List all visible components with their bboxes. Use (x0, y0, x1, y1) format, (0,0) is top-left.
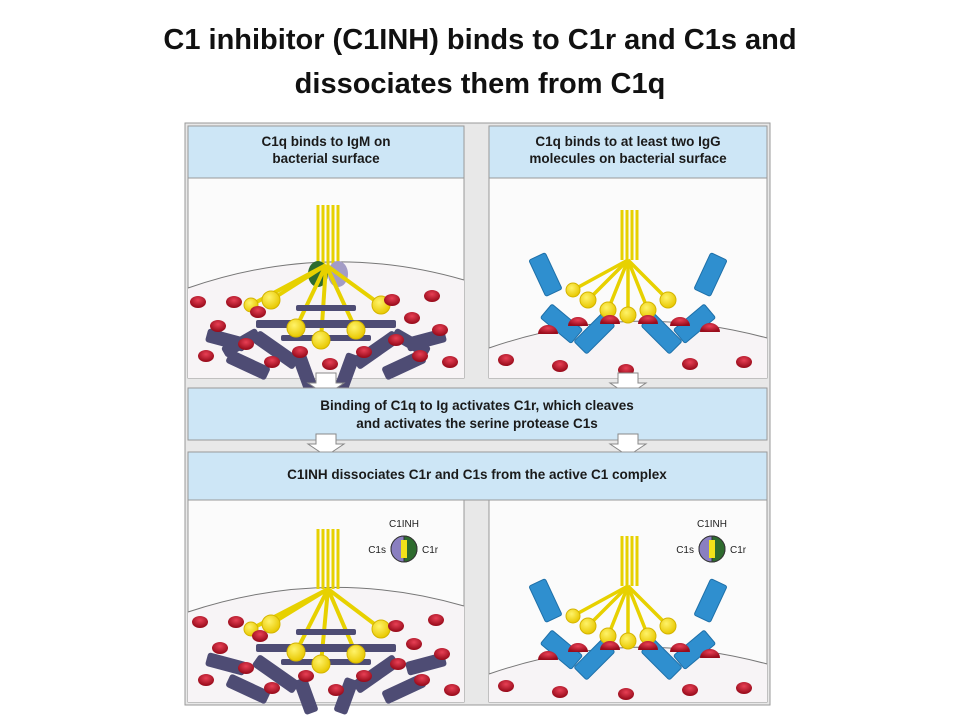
c1inh-complex-right: C1INH C1s C1r (676, 519, 747, 563)
c1r-label-left: C1r (422, 545, 439, 556)
bottom-caption-box: C1INH dissociates C1r and C1s from the a… (187, 451, 768, 501)
caption-top-right-line2: molecules on bacterial surface (529, 151, 727, 166)
caption-middle-line1: Binding of C1q to Ig activates C1r, whic… (320, 398, 634, 413)
caption-middle-line2: and activates the serine protease C1s (356, 416, 598, 431)
title-line-2: dissociates them from C1q (294, 68, 666, 100)
panel-top-left: C1q binds to IgM on bacterial surface (187, 125, 465, 401)
caption-top-left-line2: bacterial surface (272, 151, 380, 166)
c1inh-label-left: C1INH (389, 519, 419, 530)
panel-bottom-right: C1INH C1s C1r (488, 499, 768, 703)
c1s-label-right: C1s (676, 545, 694, 556)
caption-top-left-line1: C1q binds to IgM on (262, 134, 391, 149)
caption-box-top-left (187, 125, 465, 179)
caption-top-right-line1: C1q binds to at least two IgG (535, 134, 720, 149)
title-line-1: C1 inhibitor (C1INH) binds to C1r and C1… (163, 24, 797, 56)
panel-bottom-left: C1INH C1s C1r (187, 499, 465, 715)
middle-caption-box: Binding of C1q to Ig activates C1r, whic… (187, 387, 768, 441)
c1s-label-left: C1s (368, 545, 386, 556)
caption-box-top-right (488, 125, 768, 179)
c1r-label-right: C1r (730, 545, 747, 556)
panel-top-right: C1q binds to at least two IgG molecules … (488, 125, 768, 379)
caption-bottom: C1INH dissociates C1r and C1s from the a… (287, 467, 667, 482)
slide-title: C1 inhibitor (C1INH) binds to C1r and C1… (60, 18, 900, 106)
c1inh-label-right: C1INH (697, 519, 727, 530)
c1inh-complex-left: C1INH C1s C1r (368, 519, 439, 563)
